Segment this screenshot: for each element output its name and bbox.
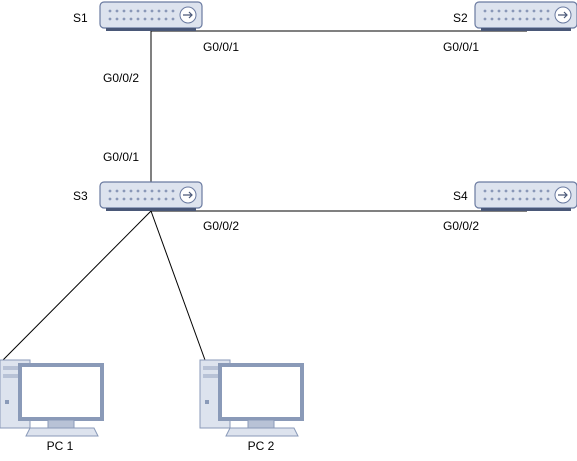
switch-s2-icon[interactable] <box>474 1 577 32</box>
switch-s2-label: S2 <box>453 11 468 25</box>
pc1-label: PC 1 <box>46 439 74 453</box>
pc2-icon[interactable] <box>198 358 304 438</box>
port-label-s4-s3: G0/0/2 <box>443 219 480 233</box>
switch-s4-label: S4 <box>453 189 468 203</box>
switch-s1-icon[interactable] <box>99 1 203 32</box>
switch-s4-icon[interactable] <box>474 181 577 212</box>
pc1-icon[interactable] <box>0 358 104 438</box>
port-label-s3-s1: G0/0/1 <box>103 150 140 164</box>
port-label-s1-s2: G0/0/1 <box>203 40 240 54</box>
port-label-s2-s1: G0/0/1 <box>443 40 480 54</box>
link-s3-pc1 <box>2 210 152 361</box>
pc2-label: PC 2 <box>247 439 275 453</box>
switch-s3-label: S3 <box>73 189 88 203</box>
port-label-s3-s4: G0/0/2 <box>203 219 240 233</box>
link-s3-pc2 <box>150 210 206 361</box>
switch-s3-icon[interactable] <box>99 181 203 212</box>
port-label-s1-s3: G0/0/2 <box>103 71 140 85</box>
switch-s1-label: S1 <box>73 11 88 25</box>
